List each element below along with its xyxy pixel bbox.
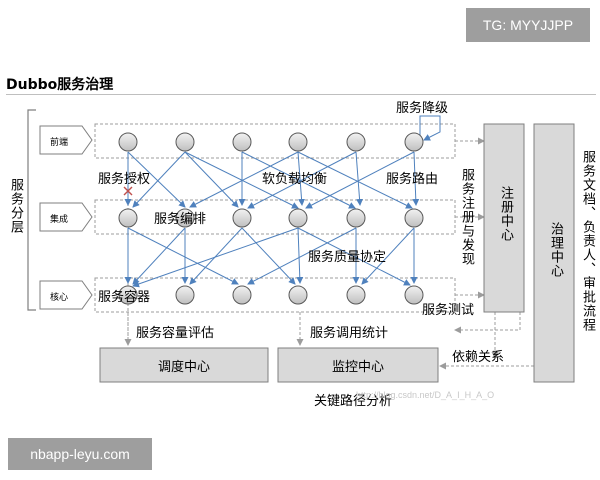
label-soft-load-balance: 软负载均衡 bbox=[262, 172, 328, 187]
label-capacity-eval: 服务容量评估 bbox=[136, 326, 215, 341]
label-registration-discovery: 服务注册与发现 bbox=[459, 168, 474, 266]
label-qos-agreement: 服务质量协定 bbox=[308, 250, 387, 265]
degrade-loop bbox=[419, 115, 441, 141]
title-divider bbox=[6, 94, 596, 95]
governance-center: 治理中心 bbox=[548, 222, 563, 278]
layer-row-integration bbox=[94, 199, 456, 235]
layers-group-label: 服务分层 bbox=[8, 178, 23, 234]
registry-links bbox=[454, 137, 521, 334]
layer-tag-front-shape bbox=[39, 125, 93, 155]
label-call-stats: 服务调用统计 bbox=[310, 326, 389, 341]
label-orchestration: 服务编排 bbox=[154, 212, 207, 227]
scheduling-center: 调度中心 bbox=[157, 359, 210, 375]
arrows-integration-to-core bbox=[124, 227, 418, 288]
layer-tag-core: 核心 bbox=[50, 293, 69, 303]
tg-badge: TG: MYYJJPP bbox=[466, 8, 590, 42]
label-dependency: 依赖关系 bbox=[452, 350, 505, 365]
layers-bracket bbox=[27, 109, 36, 311]
layer-tag-integration-shape bbox=[39, 202, 93, 232]
governance-box-shape bbox=[533, 123, 575, 383]
label-container: 服务容器 bbox=[98, 290, 151, 305]
blocked-mark bbox=[123, 186, 133, 196]
label-degrade: 服务降级 bbox=[396, 101, 449, 116]
monitoring-box-shape bbox=[277, 347, 439, 383]
layer-tag-core-shape bbox=[39, 280, 93, 310]
monitor-links bbox=[124, 312, 536, 370]
diagram-title: Dubbo服务治理 bbox=[6, 77, 114, 93]
layer-row-front bbox=[94, 123, 456, 159]
label-testing: 服务测试 bbox=[422, 303, 475, 318]
label-critical-path: 关键路径分析 bbox=[314, 394, 393, 409]
monitoring-center: 监控中心 bbox=[331, 359, 384, 375]
registry-box-shape bbox=[483, 123, 525, 313]
scheduling-box-shape bbox=[99, 347, 269, 383]
service-nodes bbox=[118, 132, 424, 305]
label-routing: 服务路由 bbox=[386, 172, 439, 187]
registry-center: 注册中心 bbox=[498, 186, 513, 242]
label-docs-owner-approval: 服务文档、负责人、审批流程 bbox=[580, 150, 595, 332]
site-badge: nbapp-leyu.com bbox=[8, 438, 152, 470]
layer-tag-front: 前端 bbox=[50, 138, 69, 148]
label-authorization: 服务授权 bbox=[98, 172, 151, 187]
arrows-front-to-integration bbox=[124, 151, 420, 209]
layer-tag-integration: 集成 bbox=[50, 215, 69, 225]
watermark: http://blog.csdn.net/D_A_I_H_A_O bbox=[356, 390, 495, 400]
